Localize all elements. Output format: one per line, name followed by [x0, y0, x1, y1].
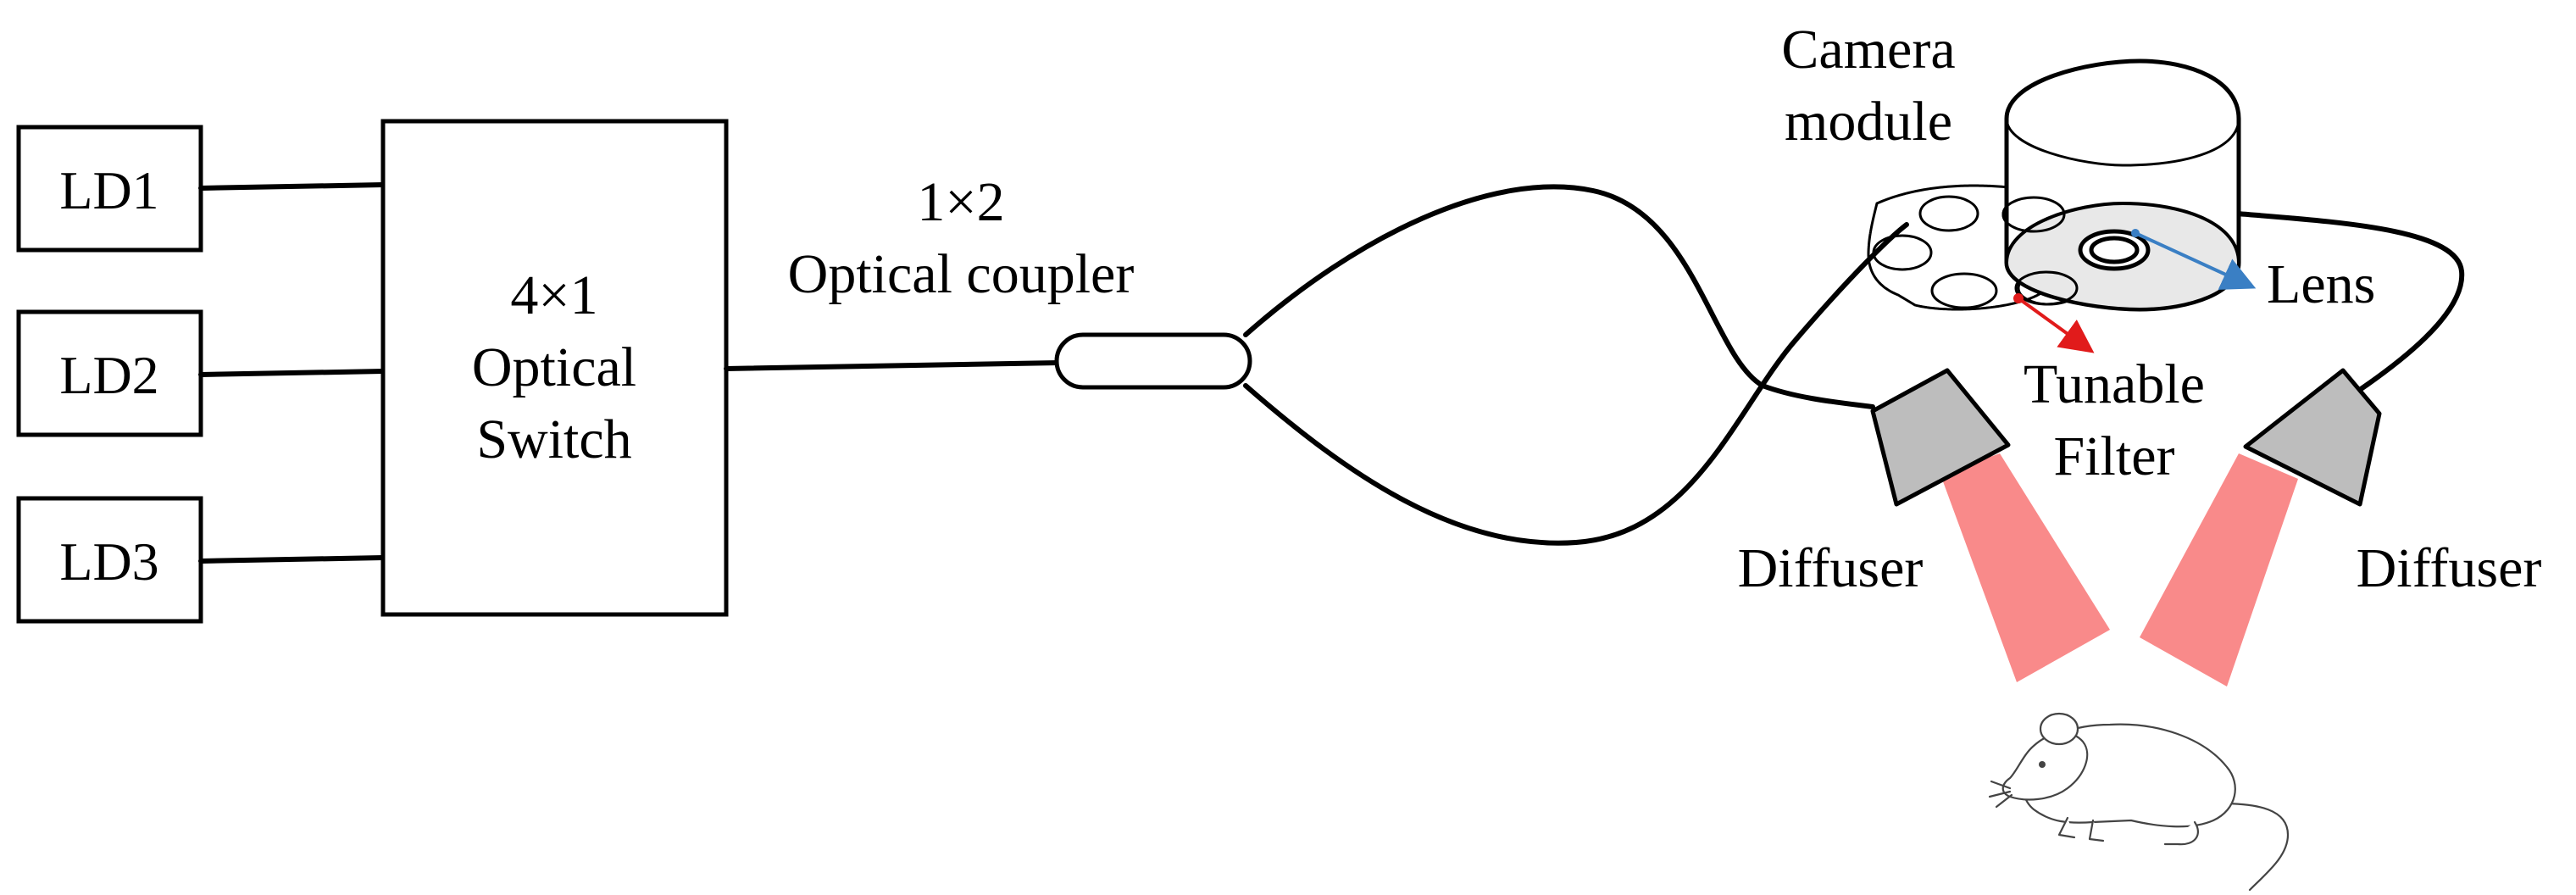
fiber-branch-upper	[1243, 184, 1875, 409]
coupler-line1: 1×2	[917, 171, 1004, 233]
lens-label: Lens	[2267, 253, 2375, 315]
mouse-illustration	[1988, 712, 2290, 892]
mouse-ear	[2039, 712, 2079, 746]
filter-slot-1	[1918, 195, 1979, 232]
mouse-eye	[2039, 761, 2046, 768]
optical-coupler	[1054, 332, 1252, 390]
switch-to-coupler-fiber	[724, 360, 1062, 371]
filter-arrow	[2017, 297, 2095, 353]
camera-top-rim	[2005, 118, 2240, 167]
switch-line3: Switch	[476, 409, 631, 470]
camera-label-line2: module	[1785, 91, 1952, 153]
mouse-front-leg	[2057, 816, 2105, 842]
ld3-label: LD3	[59, 531, 158, 592]
diffuser-left-label: Diffuser	[1738, 537, 1924, 599]
left-diffuser	[1870, 368, 2011, 507]
right-light-beam	[2140, 453, 2298, 687]
filter-slot-3	[1930, 272, 1998, 309]
filter-slot-behind	[2001, 196, 2066, 233]
ld3-fiber	[198, 555, 386, 564]
filter-slot-2	[1872, 234, 1933, 271]
ld1-label: LD1	[59, 160, 158, 220]
ld2-label: LD2	[59, 345, 158, 405]
lens-arrow-dot	[2131, 229, 2140, 237]
laser-diode-1: LD1	[16, 125, 203, 253]
filter-label-line1: Tunable	[2024, 353, 2205, 415]
laser-diode-2: LD2	[16, 309, 203, 437]
right-diffuser	[2243, 368, 2382, 507]
filter-arrow-dot	[2013, 293, 2024, 303]
mouse-tail	[2218, 802, 2290, 892]
ld2-fiber	[198, 369, 386, 377]
camera-label-line1: Camera	[1781, 19, 1955, 81]
diffuser-right-label: Diffuser	[2357, 537, 2542, 599]
fiber-to-right-diffuser	[2235, 211, 2465, 401]
mouse-hind-leg	[2163, 820, 2199, 846]
switch-line2: Optical	[472, 336, 636, 398]
filter-slot-front-left	[2014, 270, 2079, 306]
laser-diode-3: LD3	[16, 496, 203, 624]
mouse-whiskers	[1988, 780, 2013, 809]
lens-inner	[2089, 236, 2140, 264]
lens-arrow	[2135, 231, 2257, 290]
mouse-head	[2001, 731, 2089, 801]
camera-module	[2001, 58, 2241, 312]
switch-line1: 4×1	[510, 264, 597, 326]
optical-switch: 4×1 Optical Switch	[380, 119, 729, 617]
filter-label-line2: Filter	[2054, 425, 2175, 487]
ld1-fiber	[198, 182, 386, 191]
fiber-branch-lower	[1243, 222, 1909, 546]
left-light-beam	[1940, 453, 2110, 682]
coupler-line2: Optical coupler	[788, 243, 1135, 305]
